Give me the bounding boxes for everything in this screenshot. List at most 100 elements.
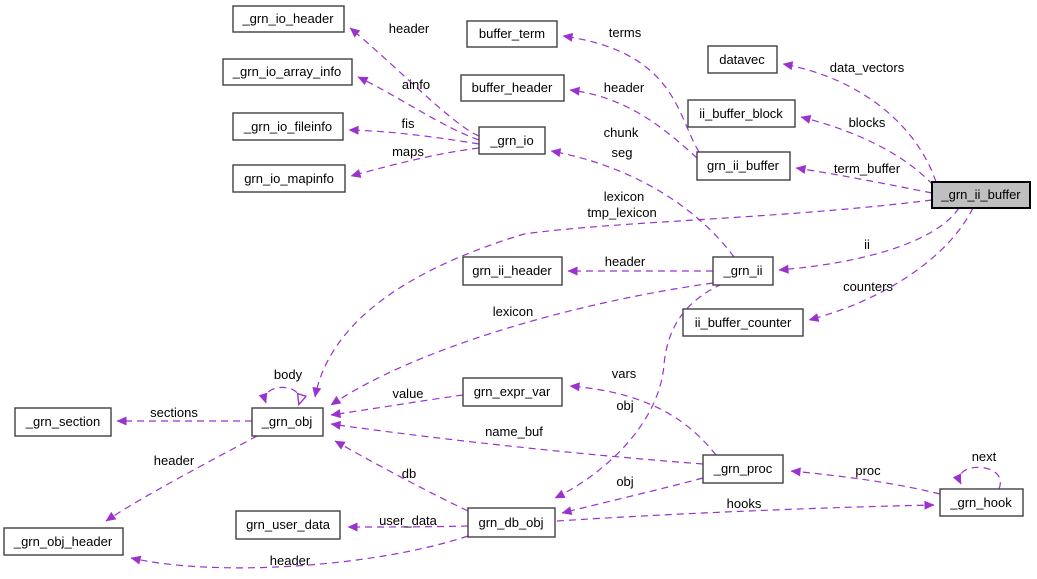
edge-label-vars: vars xyxy=(612,366,637,381)
node-buffer-header[interactable]: buffer_header xyxy=(460,74,565,102)
node-label-grn-hook: _grn_hook xyxy=(949,495,1012,510)
edge-label-hooks: hooks xyxy=(727,496,762,511)
edge-label-obj-ii: obj xyxy=(616,398,633,413)
edge-label-name-buf: name_buf xyxy=(485,424,543,439)
edge-obj-ii xyxy=(554,283,723,499)
edge-db xyxy=(334,440,469,512)
node-label-grn-ii-buffer-main: _grn_ii_buffer xyxy=(940,187,1021,202)
edge-label-ii: ii xyxy=(864,237,870,252)
node-label-grn-section: _grn_section xyxy=(25,414,100,429)
edge-db-obj-header xyxy=(130,535,469,569)
node-grn-ii[interactable]: _grn_ii xyxy=(712,256,774,286)
node-grn-io-mapinfo[interactable]: grn_io_mapinfo xyxy=(232,164,346,193)
edge-data-vectors xyxy=(782,61,937,183)
edge-ii xyxy=(778,207,960,274)
edge-group xyxy=(105,27,1001,569)
node-grn-obj[interactable]: _grn_obj xyxy=(251,407,324,437)
edge-label-group: header ainfo fis maps terms header chunk… xyxy=(150,21,997,568)
edge-label-data-vectors: data_vectors xyxy=(830,60,905,75)
edge-label-body: body xyxy=(274,367,303,382)
node-grn-proc[interactable]: _grn_proc xyxy=(702,454,784,484)
edge-label-blocks: blocks xyxy=(849,115,886,130)
edge-maps xyxy=(350,147,480,178)
edge-label-ii-header: header xyxy=(605,254,646,269)
edge-term-buffer xyxy=(795,164,933,194)
node-label-grn-user-data: grn_user_data xyxy=(246,517,331,532)
node-grn-expr-var[interactable]: grn_expr_var xyxy=(462,377,563,407)
node-label-grn-ii: _grn_ii xyxy=(722,263,762,278)
node-label-buffer-header: buffer_header xyxy=(472,80,553,95)
node-ii-buffer-block[interactable]: ii_buffer_block xyxy=(687,99,796,128)
node-label-grn-obj: _grn_obj xyxy=(261,414,313,429)
edge-label-chunk: chunk xyxy=(604,125,639,140)
edge-io-header xyxy=(349,27,480,137)
edge-name-buf xyxy=(330,420,704,465)
edge-next-loop xyxy=(952,466,1001,490)
edge-ainfo xyxy=(357,76,480,141)
edge-chunk-seg xyxy=(550,148,735,258)
edge-obj-proc xyxy=(561,477,704,516)
edge-label-value: value xyxy=(392,386,423,401)
edge-label-term-buffer: term_buffer xyxy=(834,161,901,176)
edge-label-db: db xyxy=(402,466,416,481)
node-label-ii-buffer-block: ii_buffer_block xyxy=(699,106,783,121)
edge-terms xyxy=(562,32,700,153)
node-buffer-term[interactable]: buffer_term xyxy=(466,20,558,48)
edge-label-ainfo: ainfo xyxy=(402,77,430,92)
edge-label-fis: fis xyxy=(402,116,416,131)
node-label-grn-io-fileinfo: _grn_io_fileinfo xyxy=(243,119,332,134)
edge-lexicon-tmp-lexicon xyxy=(312,199,933,398)
edge-user-data xyxy=(347,522,469,532)
node-label-grn-ii-header: grn_ii_header xyxy=(472,263,552,278)
node-label-grn-io-header: _grn_io_header xyxy=(241,11,334,26)
node-label-grn-obj-header: _grn_obj_header xyxy=(13,534,113,549)
edge-label-proc: proc xyxy=(855,463,881,478)
edge-label-lexicon-ii: lexicon xyxy=(493,304,533,319)
node-label-datavec: datavec xyxy=(719,52,765,67)
node-grn-io[interactable]: _grn_io xyxy=(478,126,546,155)
node-label-grn-proc: _grn_proc xyxy=(713,461,773,476)
node-grn-io-fileinfo[interactable]: _grn_io_fileinfo xyxy=(232,112,344,141)
node-label-grn-io-mapinfo: grn_io_mapinfo xyxy=(244,171,334,186)
edge-counters xyxy=(808,207,974,322)
node-grn-user-data[interactable]: grn_user_data xyxy=(235,510,341,540)
edge-vars xyxy=(569,382,717,456)
node-grn-obj-header[interactable]: _grn_obj_header xyxy=(3,527,124,556)
node-grn-ii-buffer[interactable]: grn_ii_buffer xyxy=(696,151,791,181)
node-grn-io-header[interactable]: _grn_io_header xyxy=(232,5,345,33)
node-ii-buffer-counter[interactable]: ii_buffer_counter xyxy=(682,308,804,337)
edge-hooks xyxy=(556,500,935,522)
node-grn-io-array-info[interactable]: _grn_io_array_info xyxy=(222,58,353,86)
node-datavec[interactable]: datavec xyxy=(707,45,778,74)
edge-label-maps: maps xyxy=(392,144,424,159)
node-label-grn-io-array-info: _grn_io_array_info xyxy=(232,64,341,79)
node-grn-db-obj[interactable]: grn_db_obj xyxy=(467,507,556,538)
edge-label-obj-header: header xyxy=(154,453,195,468)
edge-lexicon-ii xyxy=(330,282,714,406)
node-label-grn-io: _grn_io xyxy=(489,133,533,148)
edge-label-terms: terms xyxy=(609,25,642,40)
edge-label-buffer-header: header xyxy=(604,80,645,95)
edge-label-user-data: user_data xyxy=(379,513,438,528)
edge-fis xyxy=(348,125,480,145)
edge-obj-header xyxy=(105,435,258,522)
edge-proc xyxy=(790,467,941,495)
node-label-grn-expr-var: grn_expr_var xyxy=(474,384,551,399)
edge-value xyxy=(330,394,464,419)
node-label-buffer-term: buffer_term xyxy=(479,26,545,41)
edge-label-lexicon-line2: tmp_lexicon xyxy=(587,205,656,220)
edge-label-obj-proc: obj xyxy=(616,474,633,489)
edge-label-lexicon-line1: lexicon xyxy=(604,189,644,204)
node-grn-hook[interactable]: _grn_hook xyxy=(939,488,1024,517)
node-label-grn-ii-buffer: grn_ii_buffer xyxy=(707,158,780,173)
edge-label-io-header: header xyxy=(389,21,430,36)
node-label-grn-db-obj: grn_db_obj xyxy=(478,515,543,530)
edge-buffer-header xyxy=(569,86,698,159)
edge-label-db-obj-header: header xyxy=(270,553,311,568)
edge-blocks xyxy=(800,114,934,186)
edge-body-loop xyxy=(265,386,299,404)
node-grn-section[interactable]: _grn_section xyxy=(14,407,112,437)
node-grn-ii-header[interactable]: grn_ii_header xyxy=(462,256,563,286)
edge-label-next: next xyxy=(972,449,997,464)
